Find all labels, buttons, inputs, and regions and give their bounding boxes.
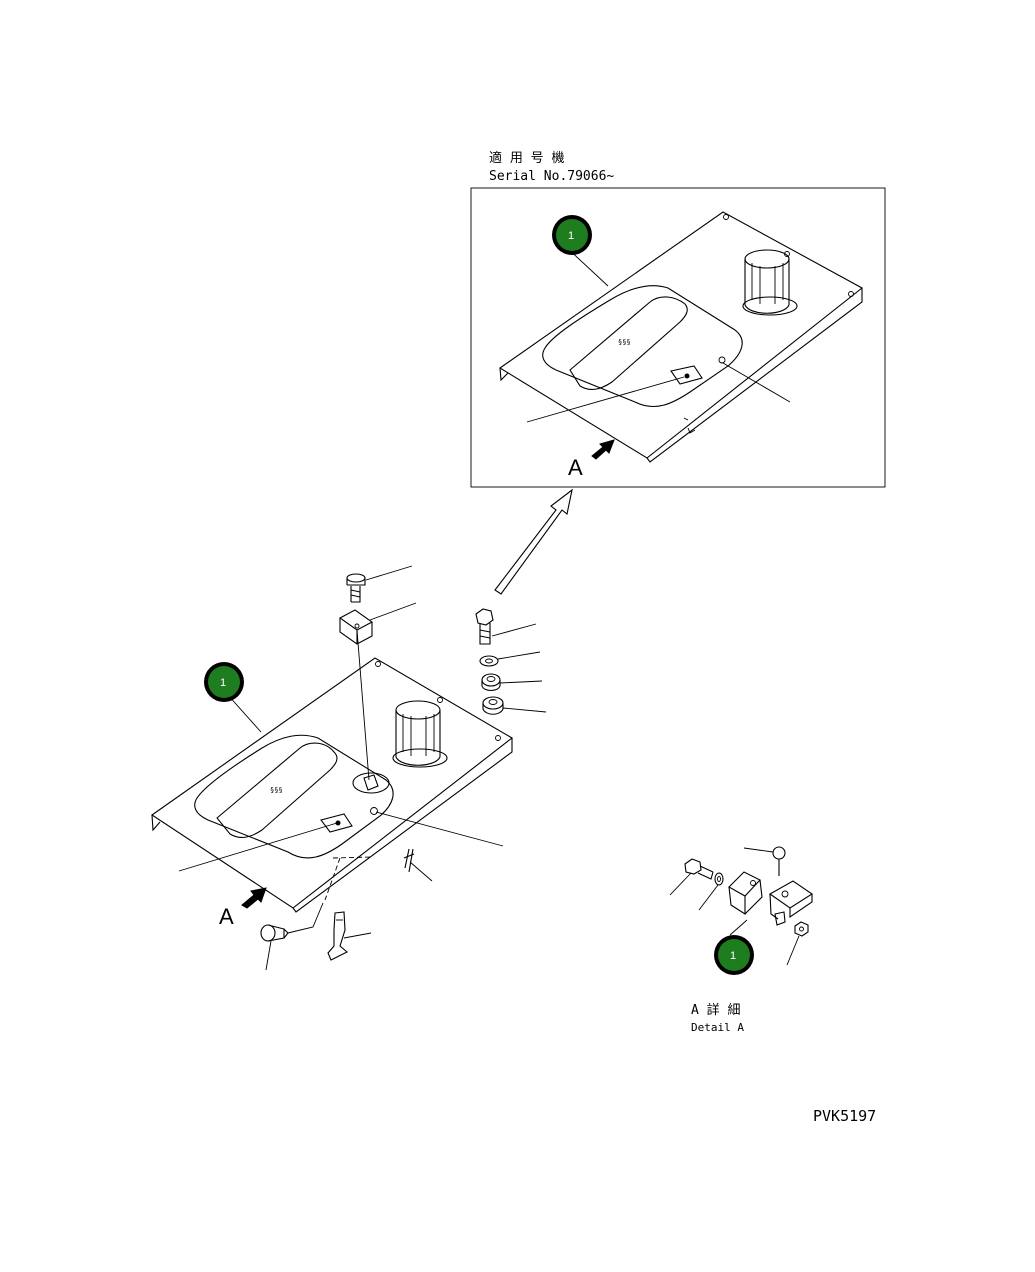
main-cover-panel: §§§ bbox=[151, 657, 513, 913]
leader-main-latch bbox=[178, 822, 338, 872]
leader-grommet bbox=[499, 680, 543, 684]
assembly-line-clip bbox=[356, 629, 370, 781]
washer-flat bbox=[479, 655, 499, 667]
svg-text:1: 1 bbox=[568, 230, 574, 242]
clip-nut bbox=[338, 609, 374, 645]
detail-a-washer bbox=[714, 872, 724, 886]
spacer bbox=[482, 696, 504, 715]
knob-bottom bbox=[260, 924, 289, 942]
detail-a-ball-stud bbox=[772, 846, 786, 876]
svg-text:1: 1 bbox=[220, 677, 226, 689]
reference-arrow bbox=[494, 488, 573, 595]
detail-callout-1: 1 bbox=[714, 935, 754, 975]
main-view-arrow: A bbox=[219, 887, 267, 929]
leader-washer-flat bbox=[497, 651, 541, 660]
detail-a-bracket bbox=[728, 871, 763, 916]
leader-pin-rod bbox=[409, 861, 433, 882]
leader-bolt-right bbox=[491, 623, 537, 637]
main-view-letter: A bbox=[219, 904, 234, 929]
main-callout-1: 1 bbox=[204, 662, 244, 702]
assembly-line-knob bbox=[287, 902, 324, 934]
inset-view-letter: A bbox=[568, 455, 583, 480]
inset-leader-latch bbox=[526, 376, 685, 423]
inset-view-arrow: A bbox=[568, 439, 615, 480]
leader-clip-nut bbox=[369, 602, 417, 621]
leader-latch-lever bbox=[343, 932, 372, 939]
inset-japanese-label: 適 用 号 機 bbox=[489, 150, 564, 166]
leader-screw-top bbox=[365, 565, 413, 581]
detail-leader-bolt bbox=[669, 872, 692, 896]
detail-leader-nut bbox=[786, 935, 800, 966]
drawing-number: PVK5197 bbox=[813, 1107, 876, 1125]
detail-japanese-label: A 詳 細 bbox=[691, 1002, 740, 1018]
detail-a-bolt bbox=[684, 858, 714, 880]
main-grille-mark: §§§ bbox=[270, 786, 283, 794]
bolt-right bbox=[475, 608, 494, 645]
leader-main-hole bbox=[375, 811, 504, 847]
screw-top bbox=[346, 573, 366, 603]
detail-a-catch bbox=[768, 880, 813, 926]
leader-spacer bbox=[502, 707, 547, 713]
detail-a-nut bbox=[794, 921, 809, 937]
detail-leader-ball bbox=[743, 847, 774, 853]
inset-leader-hole bbox=[722, 362, 791, 403]
detail-english-label: Detail A bbox=[691, 1021, 744, 1034]
detail-leader-washer bbox=[698, 884, 719, 911]
svg-text:1: 1 bbox=[730, 950, 736, 962]
leader-knob-bottom bbox=[265, 940, 272, 971]
inset-cover-panel: §§§ bbox=[498, 211, 863, 463]
main-callout-leader bbox=[226, 693, 262, 733]
pin-rod bbox=[403, 848, 415, 873]
inset-grille-mark: §§§ bbox=[618, 338, 631, 346]
inset-serial-label: Serial No.79066~ bbox=[489, 169, 614, 184]
grommet bbox=[481, 673, 501, 692]
inset-callout-1: 1 bbox=[552, 215, 592, 255]
latch-lever bbox=[327, 911, 348, 961]
inset-frame bbox=[470, 187, 886, 488]
detail-callout-leader bbox=[729, 919, 748, 936]
